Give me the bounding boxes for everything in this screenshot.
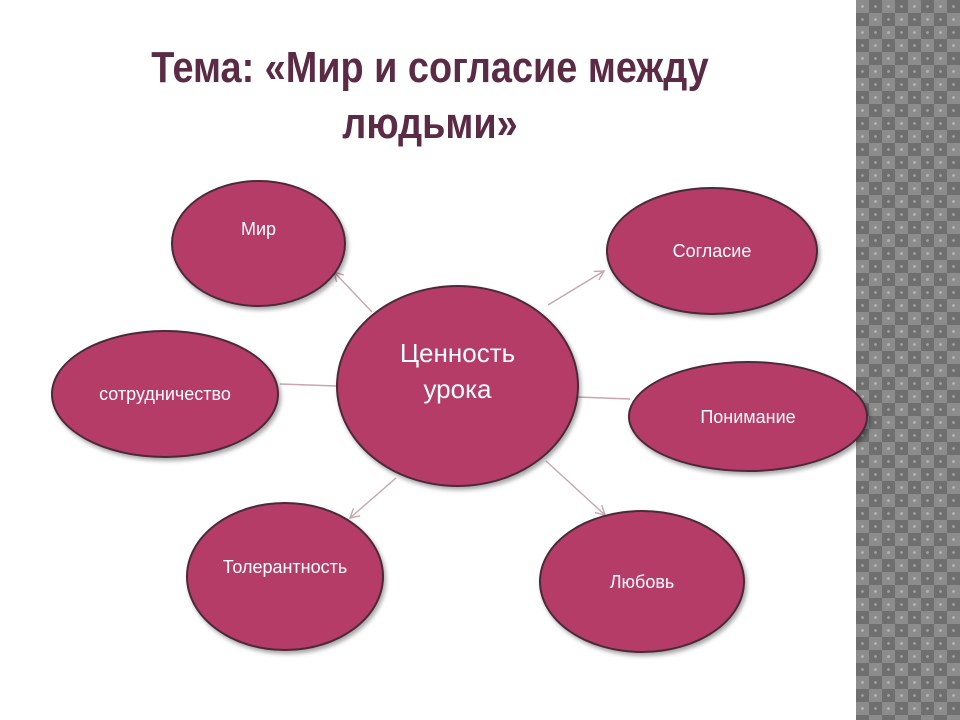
node-ponimanie: Понимание — [628, 361, 868, 472]
slide-title: Тема: «Мир и согласие между людьми» — [112, 40, 748, 152]
node-label-ponimanie: Понимание — [700, 406, 796, 427]
node-label-lyubov: Любовь — [609, 571, 675, 592]
connector-to-ponimanie — [576, 396, 631, 400]
node-label-center: Ценность урока — [399, 338, 516, 404]
node-label-sotrudnichestvo: сотрудничество — [99, 384, 231, 404]
node-label-mir: Мир — [240, 218, 277, 239]
node-mir: Мир — [171, 180, 346, 307]
connector-to-tolerantnost — [348, 477, 397, 519]
side-decorative-pattern — [856, 0, 960, 720]
connector-to-lyubov — [545, 460, 607, 516]
connector-to-sotrudnichestvo — [279, 383, 338, 387]
connector-to-mir — [333, 270, 373, 313]
node-lyubov: Любовь — [539, 510, 745, 653]
connector-to-soglasie — [547, 270, 606, 306]
title-line-1: Тема: «Мир и согласие между — [151, 43, 709, 92]
node-soglasie: Согласие — [606, 187, 818, 315]
title-line-2: людьми» — [342, 99, 518, 148]
node-label-tolerantnost: Толерантность — [222, 556, 348, 577]
node-sotrudnichestvo: сотрудничество — [51, 330, 279, 458]
node-center-value: Ценность урока — [336, 285, 579, 487]
node-label-soglasie: Согласие — [672, 241, 752, 261]
node-tolerantnost: Толерантность — [186, 502, 384, 651]
